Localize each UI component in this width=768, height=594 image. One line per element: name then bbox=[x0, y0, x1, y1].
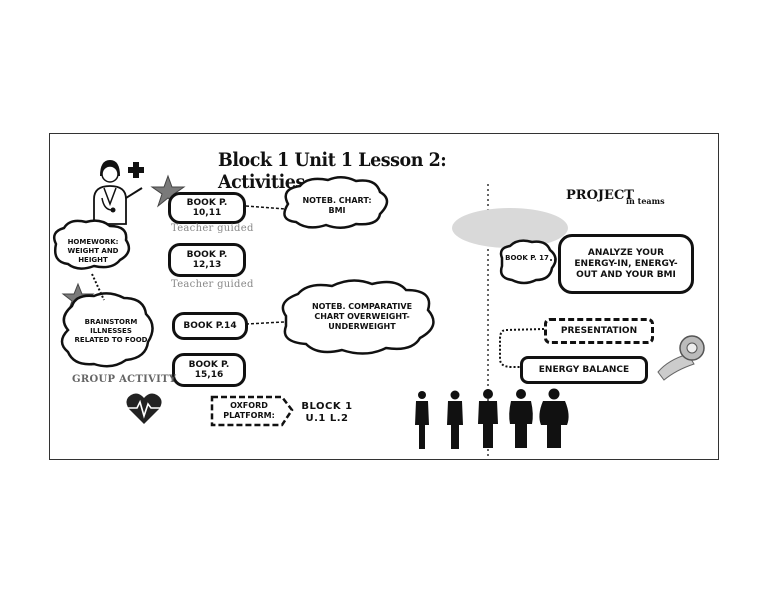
cloud-chart-bmi-shape bbox=[283, 176, 389, 229]
cloud-comparative-chart: NOTEB. COMPARATIVE CHART OVERWEIGHT- UND… bbox=[311, 302, 413, 331]
teacher-guided-label: Teacher guided bbox=[171, 279, 254, 290]
cloud-chart-bmi: NOTEB. CHART: BMI bbox=[302, 196, 372, 215]
cloud-brainstorm-shape bbox=[60, 292, 154, 368]
book-pages-12-13: BOOK P. 12,13 bbox=[168, 243, 246, 277]
cloud-comparative-shape bbox=[281, 279, 435, 355]
energy-balance-box: ENERGY BALANCE bbox=[520, 356, 648, 384]
doctor-icon bbox=[93, 160, 143, 225]
cloud-brainstorm: BRAINSTORM ILLNESSES RELATED TO FOOD bbox=[74, 318, 148, 344]
teacher-guided-label: Teacher guided bbox=[171, 223, 254, 234]
block-reference-label: BLOCK 1 U.1 L.2 bbox=[301, 401, 353, 424]
book-pages-15-16: BOOK P. 15,16 bbox=[172, 353, 246, 387]
oxford-platform-label: OXFORD PLATFORM: bbox=[223, 401, 275, 420]
analyze-energy-box: ANALYZE YOUR ENERGY-IN, ENERGY-OUT AND Y… bbox=[558, 234, 694, 294]
cloud-homework: HOMEWORK: WEIGHT AND HEIGHT bbox=[67, 238, 119, 264]
book-pages-10-11: BOOK P. 10,11 bbox=[168, 192, 246, 224]
heart-pulse-icon bbox=[126, 393, 162, 424]
book-pages-14: BOOK P.14 bbox=[172, 312, 248, 340]
graphics-layer bbox=[53, 160, 705, 459]
oxford-arrow-shape bbox=[210, 395, 294, 427]
body-silhouettes-icon bbox=[415, 388, 569, 449]
cloud-homework-shape bbox=[53, 219, 131, 270]
page-title: Block 1 Unit 1 Lesson 2: Activities bbox=[218, 149, 447, 193]
book-pages-17: BOOK P. 17 bbox=[505, 254, 549, 262]
star-icon bbox=[150, 174, 186, 208]
group-activity-label: GROUP ACTIVITY bbox=[72, 374, 177, 385]
project-heading: PROJECT bbox=[566, 188, 634, 203]
activities-board: Block 1 Unit 1 Lesson 2: Activities bbox=[49, 133, 719, 460]
medical-cross-icon bbox=[128, 162, 144, 178]
tape-measure-icon bbox=[657, 335, 705, 381]
gray-blob-shape bbox=[452, 208, 568, 248]
in-teams-label: in teams bbox=[626, 196, 665, 206]
presentation-box: PRESENTATION bbox=[544, 318, 654, 344]
